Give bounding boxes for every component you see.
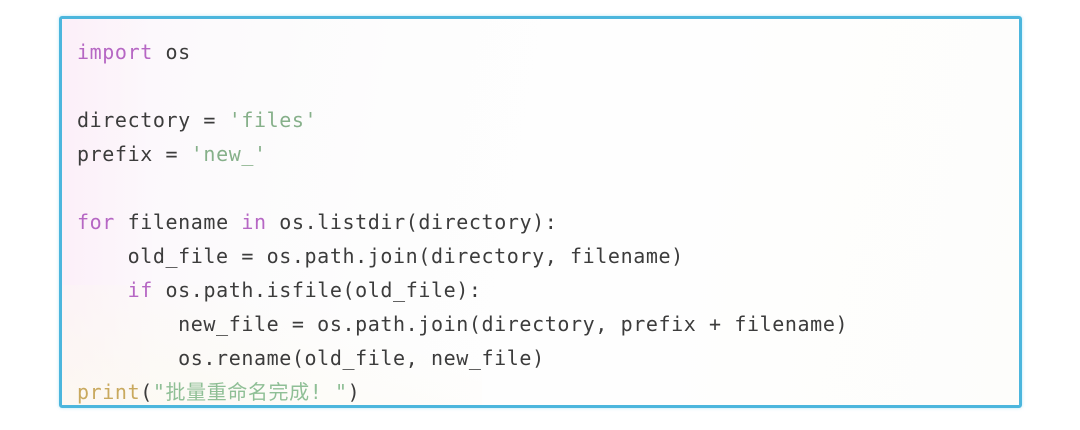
code-token-8-0 xyxy=(77,278,128,302)
code-token-6-1: filename xyxy=(114,210,242,234)
code-line-8: if os.path.isfile(old_file): xyxy=(77,273,1019,307)
code-line-9: new_file = os.path.join(directory, prefi… xyxy=(77,307,1019,341)
code-lines-container[interactable]: import os directory = 'files'prefix = 'n… xyxy=(62,19,1019,405)
code-token-11-3: ) xyxy=(347,380,361,404)
code-token-6-2: in xyxy=(241,210,267,234)
code-token-11-1: ( xyxy=(140,380,153,404)
code-token-1-0: import xyxy=(77,40,153,64)
code-line-1: import os xyxy=(77,35,1019,69)
code-token-8-2: os.path.isfile(old_file): xyxy=(152,278,482,302)
code-line-4: prefix = 'new_' xyxy=(77,137,1019,171)
code-token-11-2: "批量重命名完成! " xyxy=(152,380,348,404)
code-token-3-1: 'files' xyxy=(228,108,318,132)
code-token-8-1: if xyxy=(127,278,153,302)
code-token-1-1: os xyxy=(152,40,191,64)
code-token-3-0: directory = xyxy=(77,108,229,132)
code-token-11-0: print xyxy=(77,380,141,404)
code-token-7-0: old_file = os.path.join(directory, filen… xyxy=(77,244,684,268)
code-line-10: os.rename(old_file, new_file) xyxy=(77,341,1019,375)
code-line-5 xyxy=(77,171,1019,205)
code-line-7: old_file = os.path.join(directory, filen… xyxy=(77,239,1019,273)
code-token-10-0: os.rename(old_file, new_file) xyxy=(77,346,545,370)
python-code-block[interactable]: import os directory = 'files'prefix = 'n… xyxy=(59,16,1022,408)
code-line-11: print("批量重命名完成! ") xyxy=(77,375,1019,405)
code-line-2 xyxy=(77,69,1019,103)
code-token-6-0: for xyxy=(77,210,115,234)
code-token-4-1: 'new_' xyxy=(190,142,267,166)
code-line-3: directory = 'files' xyxy=(77,103,1019,137)
code-token-6-3: os.listdir(directory): xyxy=(266,210,558,234)
code-line-6: for filename in os.listdir(directory): xyxy=(77,205,1019,239)
code-token-9-0: new_file = os.path.join(directory, prefi… xyxy=(77,312,849,336)
code-token-4-0: prefix = xyxy=(77,142,191,166)
